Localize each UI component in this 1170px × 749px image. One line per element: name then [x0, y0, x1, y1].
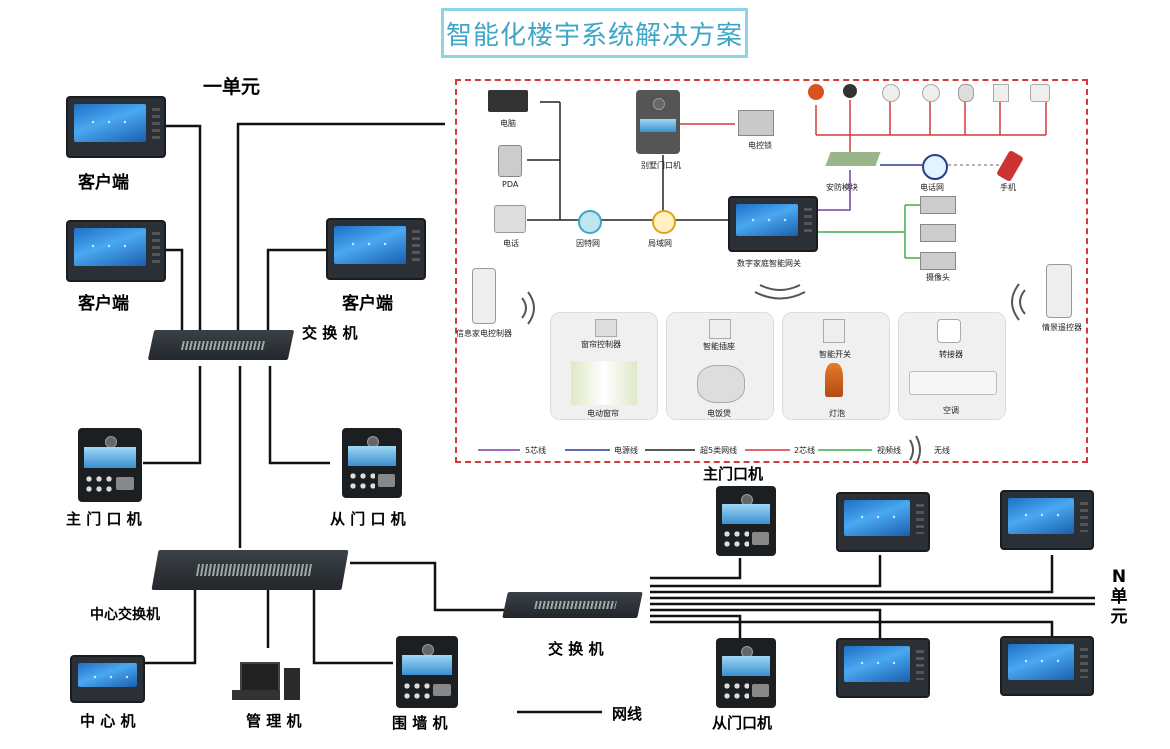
infrared-sensor-icon [958, 84, 974, 102]
thermostat-label: 转接器 [939, 350, 963, 359]
scene-remote-label: 情景遥控器 [1042, 323, 1082, 332]
client-terminal-2 [66, 220, 166, 282]
unit-one-label: 一单元 [203, 76, 261, 98]
curtain-controller-icon [595, 319, 617, 337]
electric-lock-icon [738, 110, 774, 136]
n-client-1 [836, 492, 930, 552]
scene-remote-icon [1046, 264, 1072, 318]
electric-lock-label: 电控锁 [748, 141, 772, 150]
alarm-sensor-icon [808, 84, 824, 100]
center-machine [70, 655, 145, 703]
unit-switch [147, 330, 295, 360]
aircon-card: 转接器 空调 [898, 312, 1006, 420]
n-client-3 [836, 638, 930, 698]
n-client-2 [1000, 490, 1094, 550]
legend-5-core: 5芯线 [525, 446, 547, 455]
legend-wireless: 无线 [934, 446, 950, 455]
rice-cooker-label: 电饭煲 [707, 409, 731, 418]
internet-label: 因特网 [576, 239, 600, 248]
curtain-label: 电动窗帘 [587, 409, 619, 418]
camera-1-icon [920, 196, 956, 214]
smart-home-panel [455, 79, 1088, 463]
client-terminal-1 [66, 96, 166, 158]
curtain-controller-label: 窗帘控制器 [581, 340, 621, 349]
smart-switch-icon [823, 319, 845, 343]
lamp-label: 灯泡 [829, 409, 845, 418]
computer-device-icon [488, 90, 528, 112]
curtain-card: 窗帘控制器 电动窗帘 [550, 312, 658, 420]
camera-sensor-icon [843, 84, 857, 98]
computer-label: 电脑 [500, 119, 516, 128]
network-cable-legend: 网线 [612, 705, 643, 723]
wall-machine-label: 围 墙 机 [392, 714, 448, 732]
n-main-door-station [716, 486, 776, 556]
mgmt-machine-label: 管 理 机 [246, 712, 302, 730]
socket-card: 智能插座 电饭煲 [666, 312, 774, 420]
lan-label: 局域网 [648, 239, 672, 248]
client-2-label: 客户端 [78, 294, 129, 314]
remote-controller-icon [472, 268, 496, 324]
villa-door-label: 别墅门口机 [641, 161, 681, 170]
smart-switch-label: 智能开关 [819, 350, 851, 359]
n-client-4 [1000, 636, 1094, 696]
switch-card: 智能开关 灯泡 [782, 312, 890, 420]
smoke-detector-icon [882, 84, 900, 102]
n-sub-door-label: 从门口机 [712, 714, 773, 732]
legend-2-core: 2芯线 [794, 446, 816, 455]
smart-socket-icon [709, 319, 731, 339]
gateway-label: 数字家庭智能网关 [737, 259, 801, 268]
villa-door-station [636, 90, 680, 154]
sub-door-station [342, 428, 402, 498]
curtain-icon [571, 361, 637, 405]
internet-icon [578, 210, 602, 234]
unit-n-label: N 单 元 [1110, 567, 1128, 627]
door-sensor-icon [1030, 84, 1050, 102]
aircon-icon [909, 371, 997, 395]
center-switch [151, 550, 349, 590]
telephone-icon [494, 205, 526, 233]
gas-detector-icon [922, 84, 940, 102]
thermostat-icon [937, 319, 961, 343]
rice-cooker-icon [697, 365, 745, 403]
security-module-label: 安防模块 [826, 183, 858, 192]
security-module-icon [825, 152, 881, 166]
mobile-label: 手机 [1000, 183, 1016, 192]
n-sub-door-station [716, 638, 776, 708]
pda-icon [498, 145, 522, 177]
home-gateway [728, 196, 818, 252]
phone-network-label: 电话网 [920, 183, 944, 192]
pda-label: PDA [502, 180, 519, 189]
wall-station [396, 636, 458, 708]
lamp-icon [825, 363, 843, 397]
client-3-label: 客户端 [342, 294, 393, 314]
lan-icon [652, 210, 676, 234]
n-switch [502, 592, 643, 618]
legend-cat5e: 超5类网线 [700, 446, 738, 455]
main-door-station [78, 428, 142, 502]
main-door-label: 主 门 口 机 [66, 510, 142, 528]
n-switch-label: 交 换 机 [548, 640, 604, 658]
center-machine-label: 中 心 机 [80, 712, 136, 730]
phone-network-icon [922, 154, 948, 180]
client-1-label: 客户端 [78, 173, 129, 193]
legend-video: 视频线 [877, 446, 901, 455]
computer-icon [232, 662, 304, 702]
unit-switch-label: 交 换 机 [302, 324, 358, 342]
center-switch-label: 中心交换机 [90, 607, 160, 623]
camera-3-icon [920, 252, 956, 270]
smart-socket-label: 智能插座 [703, 342, 735, 351]
n-main-door-label: 主门口机 [703, 465, 764, 483]
remote-controller-label: 信息家电控制器 [456, 329, 512, 338]
aircon-label: 空调 [943, 406, 959, 415]
page-title: 智能化楼宇系统解决方案 [441, 8, 748, 58]
phone-label: 电话 [503, 239, 519, 248]
camera-label: 摄像头 [926, 273, 950, 282]
sub-door-label: 从 门 口 机 [330, 510, 406, 528]
legend-power: 电源线 [614, 446, 638, 455]
client-terminal-3 [326, 218, 426, 280]
camera-2-icon [920, 224, 956, 242]
emergency-button-icon [993, 84, 1009, 102]
